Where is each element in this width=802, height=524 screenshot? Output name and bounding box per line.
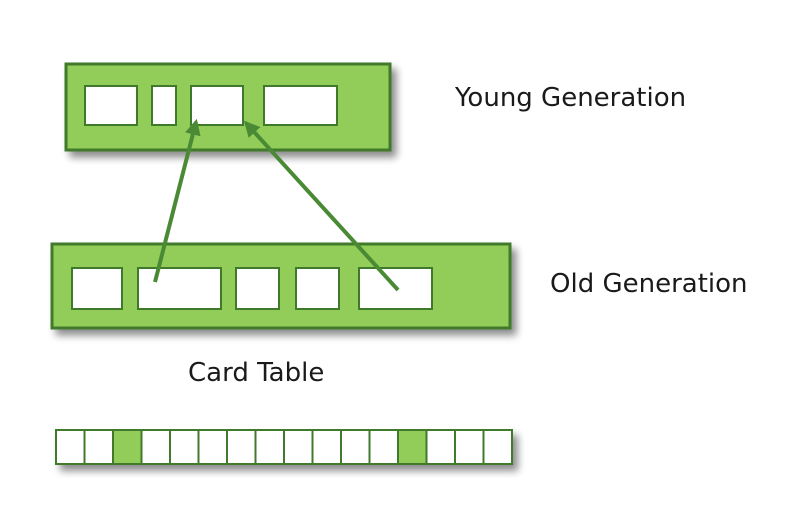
card-table-cell <box>226 429 257 465</box>
card-table-cell-dirty <box>397 429 428 465</box>
old-generation-label: Old Generation <box>550 269 748 299</box>
old-generation-slot-1 <box>71 267 123 310</box>
card-table-cell <box>55 429 86 465</box>
card-table-cell <box>311 429 342 465</box>
card-table-label: Card Table <box>188 358 324 388</box>
card-table-cell <box>140 429 171 465</box>
young-generation-slot-4 <box>263 85 338 126</box>
young-generation-slot-1 <box>84 85 138 126</box>
old-generation-box <box>50 242 512 330</box>
card-table <box>55 429 513 465</box>
card-table-cell <box>482 429 513 465</box>
card-table-cell <box>368 429 399 465</box>
card-table-cell <box>454 429 485 465</box>
card-table-cell <box>83 429 114 465</box>
reference-arrow-2 <box>243 120 400 292</box>
card-table-cell <box>340 429 371 465</box>
card-table-cell <box>169 429 200 465</box>
card-table-cell <box>254 429 285 465</box>
reference-arrow-1 <box>153 118 201 283</box>
card-table-cell <box>283 429 314 465</box>
young-generation-region <box>64 62 392 152</box>
old-generation-region <box>50 242 512 330</box>
card-table-cell-dirty <box>112 429 143 465</box>
old-generation-slot-3 <box>235 267 280 310</box>
card-table-cell <box>425 429 456 465</box>
young-generation-slot-2 <box>151 85 177 126</box>
old-generation-slot-2 <box>137 267 222 310</box>
young-generation-label: Young Generation <box>454 83 686 113</box>
young-generation-slot-3 <box>190 85 244 126</box>
card-table-cell <box>197 429 228 465</box>
old-generation-slot-4 <box>295 267 340 310</box>
